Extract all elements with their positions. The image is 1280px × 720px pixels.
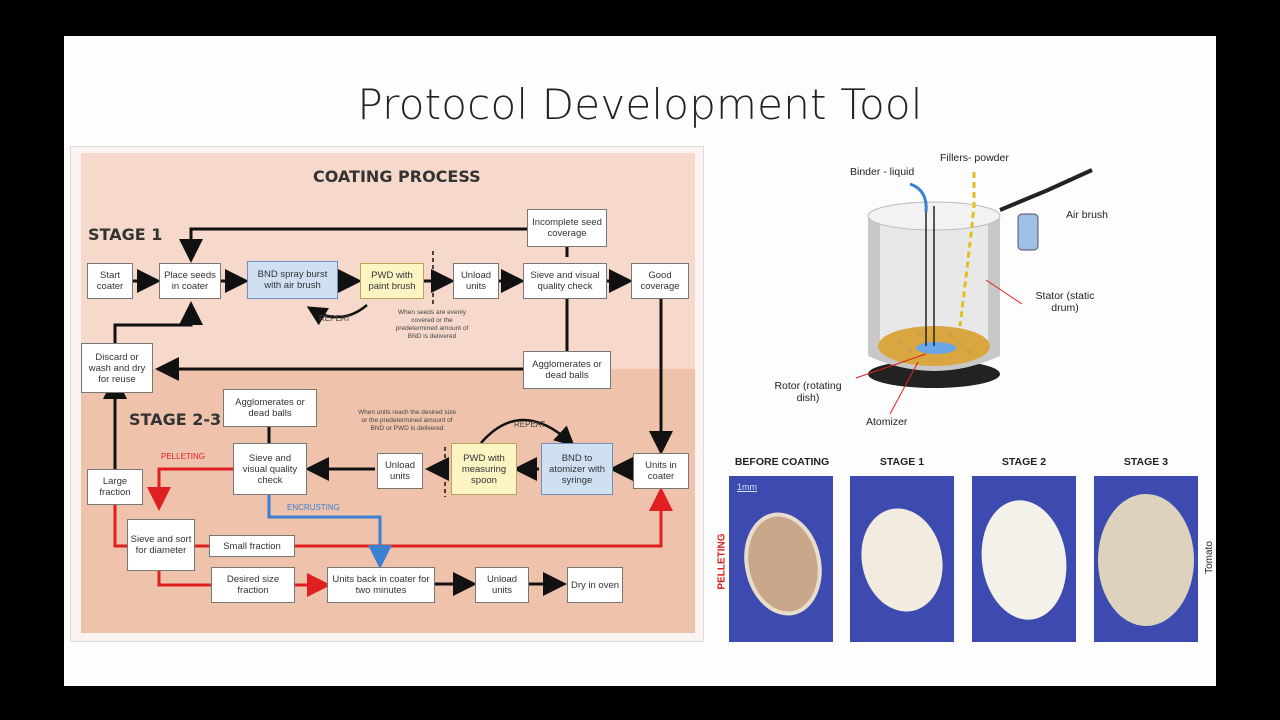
large-fraction-box: Large fraction [87, 469, 143, 505]
photo-label-stage2: STAGE 2 [1001, 456, 1047, 468]
dry-oven-box: Dry in oven [567, 567, 623, 603]
pelleting-side-label: PELLETING [716, 533, 728, 590]
pelleting-label: PELLETING [161, 452, 206, 461]
note-evenly-covered: When seeds are evenly covered or the pre… [395, 309, 469, 340]
stage1-label: STAGE 1 [88, 225, 163, 244]
sieve-check-box-2: Sieve and visual quality check [233, 443, 307, 495]
note-desired-size: When units reach the desired size or the… [358, 409, 456, 432]
photo-before-coating: 1mm [729, 476, 833, 642]
photo-stage1 [850, 476, 954, 642]
photo-label-before: BEFORE COATING [734, 456, 830, 468]
incomplete-coverage-box: Incomplete seed coverage [527, 209, 607, 247]
photo-stage2 [972, 476, 1076, 642]
start-coater-box: Start coater [87, 263, 133, 299]
good-coverage-box: Good coverage [631, 263, 689, 299]
unload-units-box-2: Unload units [377, 453, 423, 489]
tomato-side-label: Tomato [1203, 541, 1215, 574]
flowchart-title: COATING PROCESS [313, 167, 481, 186]
encrusting-label: ENCRUSTING [287, 503, 340, 512]
agglomerates-box-1: Agglomerates or dead balls [523, 351, 611, 389]
pwd-spoon-box: PWD with measuring spoon [451, 443, 517, 495]
repeat-label-1: REPEAT [319, 314, 351, 323]
fillers-powder-label: Fillers- powder [940, 152, 1009, 164]
sieve-check-box-1: Sieve and visual quality check [523, 263, 607, 299]
flow-arrows [103, 227, 673, 597]
stage23-label: STAGE 2-3 [129, 410, 222, 429]
agglomerates-box-2: Agglomerates or dead balls [223, 389, 317, 427]
units-back-box: Units back in coater for two minutes [327, 567, 435, 603]
pwd-paint-box: PWD with paint brush [360, 263, 424, 299]
scale-bar-label: 1mm [737, 482, 757, 492]
slide-title: Protocol Development Tool [357, 80, 923, 129]
air-brush-label: Air brush [1066, 209, 1109, 221]
desired-size-box: Desired size fraction [211, 567, 295, 603]
small-fraction-box: Small fraction [209, 535, 295, 557]
photo-label-stage1: STAGE 1 [879, 456, 925, 468]
photo-label-stage3: STAGE 3 [1123, 456, 1169, 468]
rotor-label: Rotor (rotating dish) [774, 380, 842, 404]
place-seeds-box: Place seeds in coater [159, 263, 221, 299]
unload-units-box-3: Unload units [475, 567, 529, 603]
coater-diagram [855, 168, 1093, 415]
discard-box: Discard or wash and dry for reuse [81, 343, 153, 393]
coating-process-flowchart: COATING PROCESS STAGE 1 STAGE 2-3 [70, 146, 704, 642]
unload-units-box-1: Unload units [453, 263, 499, 299]
stator-label: Stator (static drum) [1035, 290, 1095, 314]
sieve-sort-box: Sieve and sort for diameter [127, 519, 195, 571]
atomizer-label: Atomizer [866, 416, 908, 428]
binder-liquid-label: Binder - liquid [850, 166, 915, 178]
photo-stage3 [1094, 476, 1198, 642]
bnd-spray-box: BND spray burst with air brush [247, 261, 338, 299]
repeat-label-2: REPEAT [514, 420, 546, 429]
units-in-coater-box: Units in coater [633, 453, 689, 489]
bnd-atomizer-box: BND to atomizer with syringe [541, 443, 613, 495]
